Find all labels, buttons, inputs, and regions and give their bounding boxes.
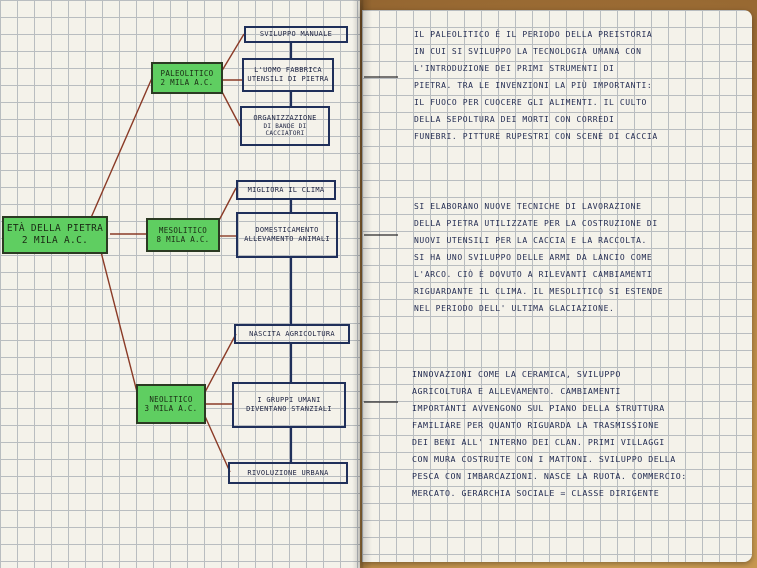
notebook-left-page	[0, 0, 360, 568]
note-neolitico: INNOVAZIONI COME LA CERAMICA, SVILUPPO A…	[412, 369, 687, 498]
item-text: DI BANDE DI CACCIATORI	[263, 122, 307, 138]
root-node: ETÀ DELLA PIETRA 2 MILA A.C.	[2, 216, 108, 254]
item-box: NASCITA AGRICOLTURA	[234, 324, 350, 344]
item-box: L'UOMO FABBRICA UTENSILI DI PIETRA	[242, 58, 334, 92]
period-name: NEOLITICO	[149, 394, 193, 404]
period-name: MESOLITICO	[158, 225, 208, 235]
period-date: 2 MILA A.C.	[160, 78, 214, 87]
item-text: ORGANIZZAZIONE	[253, 114, 317, 123]
item-text: DOMESTICAMENTO	[255, 226, 319, 235]
item-text: SVILUPPO MANUALE	[259, 30, 333, 39]
period-name: PALEOLITICO	[160, 68, 214, 78]
period-node-neolitico: NEOLITICO 3 MILA A.C.	[136, 384, 206, 424]
item-box: RIVOLUZIONE URBANA	[228, 462, 348, 484]
item-text: UTENSILI DI PIETRA	[247, 75, 329, 83]
item-box: MIGLIORA IL CLIMA	[236, 180, 336, 200]
period-date: 8 MILA A.C.	[156, 235, 210, 244]
item-text: I GRUPPI UMANI	[257, 396, 321, 405]
notebook-spine	[352, 0, 372, 568]
branch-paleo-3	[219, 87, 241, 127]
item-box: SVILUPPO MANUALE	[244, 26, 348, 43]
root-date: 2 MILA A.C.	[21, 235, 89, 246]
item-box: ORGANIZZAZIONE DI BANDE DI CACCIATORI	[240, 106, 330, 146]
item-text: L'UOMO FABBRICA	[254, 66, 322, 75]
notebook-right-page	[362, 10, 752, 562]
branch-root-neolitico	[99, 247, 139, 397]
item-text: ALLEVAMENTO ANIMALI	[244, 235, 330, 243]
item-text: MIGLIORA IL CLIMA	[247, 185, 325, 194]
item-box: I GRUPPI UMANI DIVENTANO STANZIALI	[232, 382, 346, 428]
period-date: 3 MILA A.C.	[144, 404, 198, 413]
branch-paleo-1	[219, 33, 245, 75]
branch-neo-1	[203, 333, 237, 395]
branch-root-paleolitico	[89, 77, 153, 221]
note-paleolitico: IL PALEOLITICO È IL PERIODO DELLA PREIST…	[414, 30, 658, 141]
note-mesolitico: SI ELABORANO NUOVE TECNICHE DI LAVORAZIO…	[414, 202, 664, 313]
period-node-paleolitico: PALEOLITICO 2 MILA A.C.	[151, 62, 223, 94]
period-node-mesolitico: MESOLITICO 8 MILA A.C.	[146, 218, 220, 252]
item-box: DOMESTICAMENTO ALLEVAMENTO ANIMALI	[236, 212, 338, 258]
item-text: NASCITA AGRICOLTURA	[249, 329, 335, 338]
item-text: RIVOLUZIONE URBANA	[247, 468, 329, 477]
branch-neo-3	[203, 413, 231, 473]
item-text: DIVENTANO STANZIALI	[246, 405, 332, 413]
root-title: ETÀ DELLA PIETRA	[6, 223, 104, 235]
